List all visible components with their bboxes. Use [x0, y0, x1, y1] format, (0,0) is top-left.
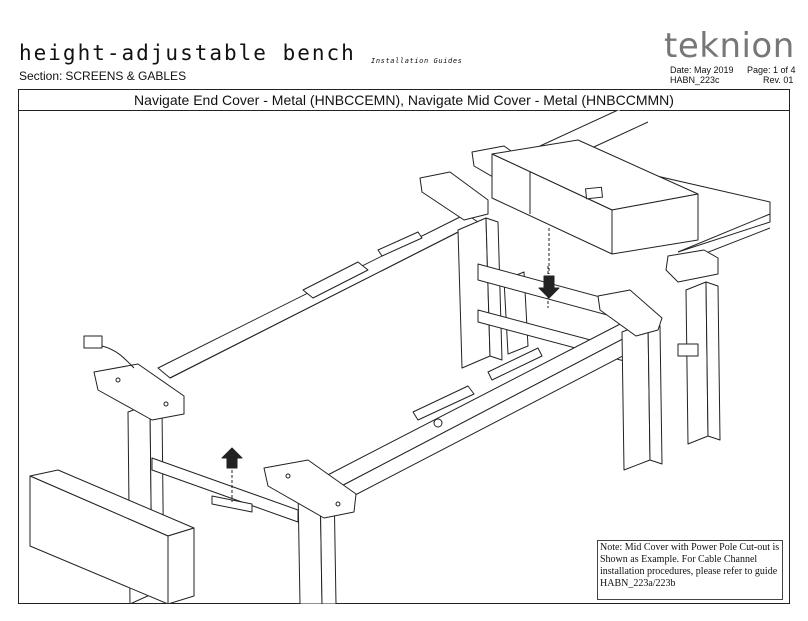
lower-front-rail — [151, 457, 299, 523]
rear-beam — [157, 213, 479, 379]
doc-page: Page: 1 of 4 — [747, 65, 796, 75]
front-right-leg — [621, 321, 663, 471]
doc-date: Date: May 2019 — [670, 65, 734, 75]
doc-id: HABN_223c — [670, 75, 720, 85]
document-title: height-adjustable bench — [19, 41, 356, 65]
back-right-leg — [457, 217, 721, 445]
doc-revision: Rev. 01 — [763, 75, 794, 85]
mid-cover — [491, 139, 699, 255]
foot-brackets — [93, 145, 719, 519]
installation-note: Note: Mid Cover with Power Pole Cut-out … — [597, 540, 783, 600]
power-cord — [83, 335, 699, 369]
front-beam — [317, 319, 643, 507]
banner-title: Navigate End Cover - Metal (HNBCCEMN), N… — [18, 89, 790, 111]
section-line: Section:SCREENS & GABLES — [19, 69, 186, 83]
end-cover-panel — [29, 469, 195, 604]
section-label: Section: — [19, 69, 63, 83]
bench-assembly-illustration — [29, 110, 771, 604]
drawing-frame — [18, 110, 790, 604]
section-value: SCREENS & GABLES — [65, 69, 187, 83]
insert-arrows — [221, 228, 560, 469]
document-subtitle: Installation Guides — [371, 57, 463, 65]
teknion-logo: teknion — [664, 26, 795, 66]
banner-text: Navigate End Cover - Metal (HNBCCEMN), N… — [134, 92, 674, 108]
